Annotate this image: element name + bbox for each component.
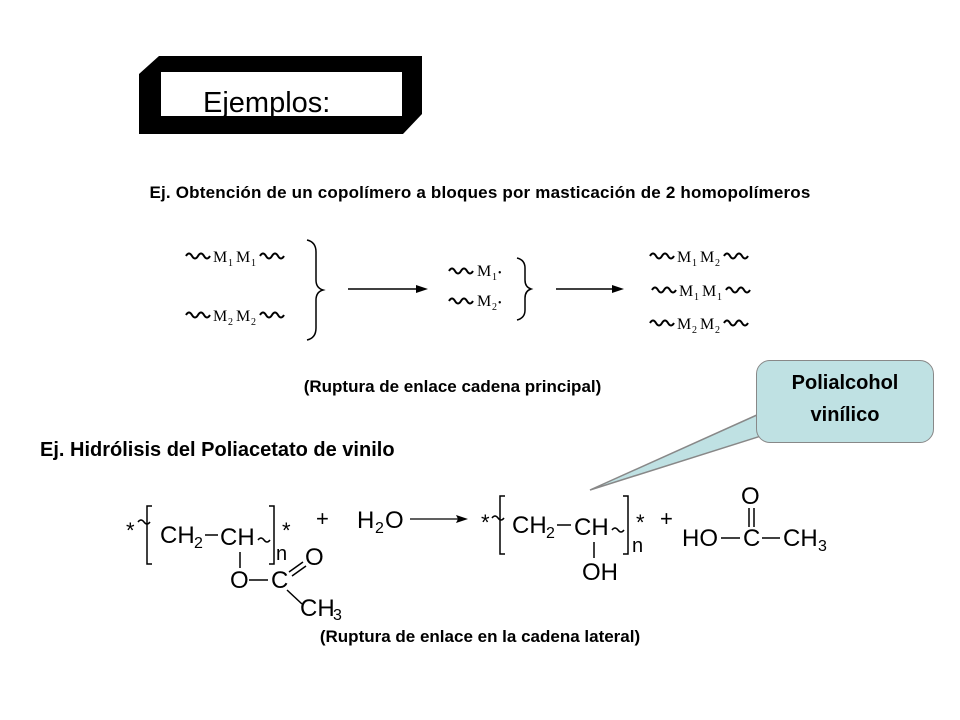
plus-1: + [316,506,329,531]
svg-text:M: M [213,308,227,325]
svg-text:OH: OH [582,559,618,586]
example1-caption: (Ruptura de enlace cadena principal) [303,377,602,396]
bracket-right-2 [623,495,629,555]
svg-text:O: O [385,507,404,534]
svg-text:M: M [236,308,250,325]
svg-text:2: 2 [251,317,256,328]
callout-box [756,360,934,443]
callout-polialcohol-vinilico: Polialcohol vinílico [791,372,899,426]
svg-text:1: 1 [692,258,697,269]
example1-heading: Ej. Obtención de un copolímero a bloques… [149,183,811,202]
brace-2 [516,257,534,321]
reactant-m2m2: M 2 M 2 [185,308,285,328]
product-m1m2: M 1 M 2 [649,249,749,269]
svg-text:1: 1 [228,258,233,269]
svg-text:*: * [126,518,135,543]
svg-text:2: 2 [194,535,203,552]
svg-text:*: * [636,510,645,535]
svg-text:1: 1 [492,272,497,283]
example2-heading: Ej. Hidrólisis del Poliacetato de vinilo [40,439,395,461]
bracket-left-2 [499,495,505,555]
svg-text:CH: CH [783,525,818,552]
svg-text:n: n [632,535,643,557]
svg-text:2: 2 [492,302,497,313]
svg-text:2: 2 [228,317,233,328]
svg-text:M: M [702,283,716,300]
radical-m1: M 1 • [448,263,502,283]
svg-text:2: 2 [715,258,720,269]
svg-text:3: 3 [333,607,342,624]
svg-text:H: H [357,507,374,534]
svg-text:CH: CH [220,524,255,551]
reactant-1-a: M [213,249,227,266]
svg-text:CH: CH [574,514,609,541]
reactant-m1m1: M 1 M 1 [185,249,285,269]
svg-text:n: n [276,543,287,565]
svg-text:O: O [230,567,249,594]
plus-2: + [660,506,673,531]
svg-text:M: M [236,249,250,266]
svg-text:M: M [677,316,691,333]
product-m2m2: M 2 M 2 [649,316,749,336]
svg-text:3: 3 [818,538,827,555]
svg-text:M: M [677,249,691,266]
svg-text:•: • [498,298,502,309]
title-frame [139,56,422,134]
svg-text:2: 2 [375,520,384,537]
svg-text:M: M [477,263,491,280]
svg-text:2: 2 [715,325,720,336]
page-title: Ejemplos: [203,87,331,119]
svg-text:O: O [305,544,324,571]
svg-text:O: O [741,483,760,510]
svg-text:*: * [282,518,291,543]
svg-text:CH: CH [160,522,195,549]
svg-text:C: C [271,567,288,594]
example2-caption: (Ruptura de enlace en la cadena lateral) [319,627,641,646]
brace-1 [306,239,326,341]
svg-text:M: M [700,316,714,333]
bracket-right-1 [269,505,275,565]
svg-text:1: 1 [717,292,722,303]
svg-text:•: • [498,268,502,279]
svg-text:M: M [679,283,693,300]
product-m1m1: M 1 M 1 [651,283,751,303]
radical-m2: M 2 • [448,293,502,313]
bracket-left-1 [146,505,152,565]
svg-text:C: C [743,525,760,552]
svg-text:1: 1 [251,258,256,269]
svg-text:2: 2 [692,325,697,336]
svg-text:HO: HO [682,525,718,552]
svg-text:CH: CH [300,595,335,622]
svg-text:2: 2 [546,525,555,542]
svg-text:M: M [700,249,714,266]
svg-text:*: * [481,510,490,535]
svg-text:M: M [477,293,491,310]
svg-text:CH: CH [512,512,547,539]
svg-text:1: 1 [694,292,699,303]
